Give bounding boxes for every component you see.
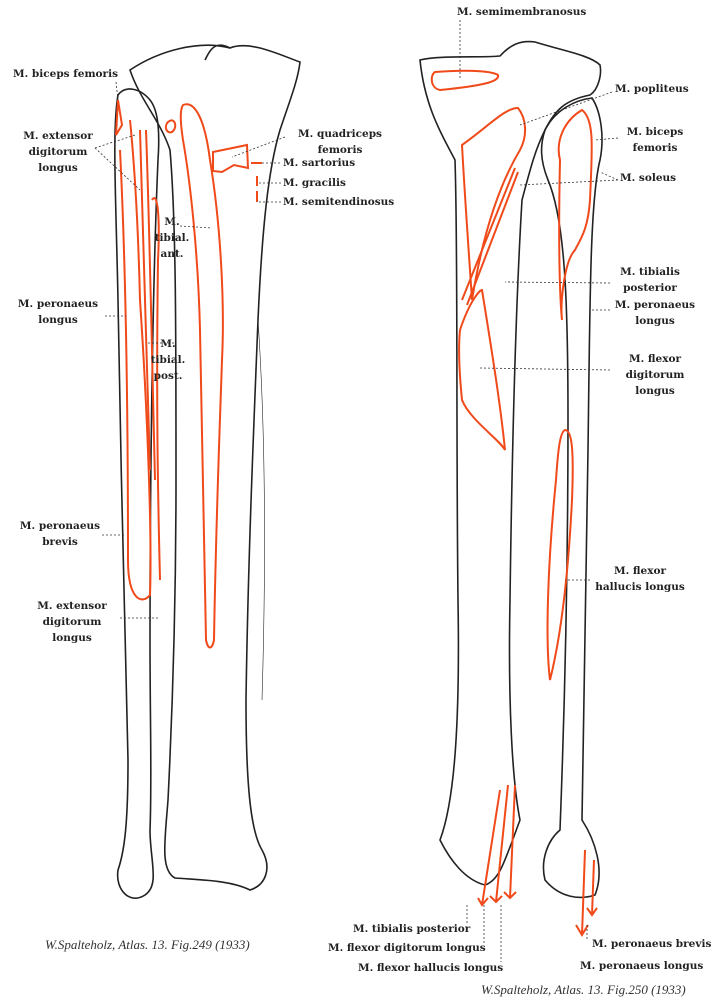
label-line: M. peronaeus <box>17 298 99 310</box>
label-flexor-hallucis-longus: M. flexor hallucis longus <box>595 563 685 595</box>
label-line: longus <box>38 162 78 174</box>
label-line: brevis <box>42 536 78 548</box>
popliteus-area <box>460 106 526 301</box>
label-line: M. <box>164 216 180 228</box>
label-line: hallucis longus <box>595 581 685 593</box>
label-line: M. peronaeus <box>19 520 101 532</box>
label-line: post. <box>153 370 183 382</box>
label-line: posterior <box>623 282 677 294</box>
peronaeus-arrow-1 <box>575 849 589 937</box>
label-line: M. flexor <box>628 353 682 365</box>
label-line: M. extensor <box>37 600 107 612</box>
label-line: M. <box>160 338 176 350</box>
label-line: femoris <box>317 144 363 156</box>
peronaeus-arrow-2 <box>586 859 598 917</box>
fibula-anterior <box>114 88 160 899</box>
label-line: longus <box>38 314 78 326</box>
right-figure-muscle-attachments <box>430 69 598 937</box>
label-line: M. peronaeus <box>614 299 696 311</box>
left-figure-muscle-attachments <box>115 99 262 649</box>
label-extensor-digitorum-longus-bottom: M. extensor digitorum longus <box>37 598 107 646</box>
label-peronaeus-brevis-bottom: M. peronaeus brevis <box>592 938 712 950</box>
label-flexor-digitorum-longus: M. flexor digitorum longus <box>626 351 685 399</box>
quadriceps-area <box>212 143 250 174</box>
label-line: M. biceps <box>626 126 684 138</box>
label-peronaeus-longus-left: M. peronaeus longus <box>18 296 98 328</box>
leader-lines <box>94 20 619 962</box>
label-flexor-digitorum-longus-bottom: M. flexor digitorum longus <box>328 942 486 954</box>
tendon-arrow-3 <box>503 784 517 900</box>
label-line: tibial. <box>154 232 190 244</box>
label-peronaeus-longus-bottom: M. peronaeus longus <box>580 960 704 972</box>
label-semitendinosus: M. semitendinosus <box>283 196 395 208</box>
label-line: M. quadriceps <box>298 128 382 140</box>
right-figure-bones <box>419 40 603 899</box>
caption-fig-250: W.Spalteholz, Atlas. 13. Fig.250 (1933) <box>481 982 686 997</box>
label-line: M. extensor <box>23 130 93 142</box>
label-peronaeus-brevis: M. peronaeus brevis <box>20 518 100 550</box>
label-flexor-hallucis-longus-bottom: M. flexor hallucis longus <box>358 962 504 974</box>
label-tibialis-posterior-bottom: M. tibialis posterior <box>353 923 471 935</box>
left-figure-bones <box>114 44 301 899</box>
label-tibial-post: M. tibial. post. <box>151 336 186 384</box>
semimembranosus-area <box>430 69 500 92</box>
extensor-digitorum-area <box>119 119 152 601</box>
label-line: ant. <box>160 248 184 260</box>
tibial-post-mark <box>164 119 177 134</box>
label-line: digitorum <box>625 369 685 381</box>
label-line: longus <box>635 385 675 397</box>
label-peronaeus-longus-right: M. peronaeus longus <box>615 297 695 329</box>
label-gracilis: M. gracilis <box>283 177 346 189</box>
label-semimembranosus: M. semimembranosus <box>457 6 587 18</box>
tibialis-anterior-area <box>179 103 224 649</box>
label-quadriceps-femoris: M. quadriceps femoris <box>298 126 382 158</box>
label-line: longus <box>52 632 92 644</box>
peronaeus-longus-area <box>139 129 156 481</box>
tibialis-posterior-area <box>461 167 519 306</box>
tibia-posterior <box>419 40 602 886</box>
fibula-posterior <box>540 97 603 899</box>
label-line: longus <box>635 315 675 327</box>
label-sartorius: M. sartorius <box>283 157 356 169</box>
label-line: tibial. <box>150 354 186 366</box>
label-tibialis-posterior: M. tibialis posterior <box>620 264 680 296</box>
label-line: digitorum <box>28 146 88 158</box>
label-popliteus: M. popliteus <box>615 83 689 95</box>
tendon-arrow-2 <box>489 784 509 904</box>
label-line: digitorum <box>42 616 102 628</box>
tibia-anterior <box>129 44 301 891</box>
biceps-femoris-area <box>115 99 124 136</box>
label-line: M. flexor <box>613 565 667 577</box>
label-extensor-digitorum-longus-top: M. extensor digitorum longus <box>23 128 93 176</box>
label-line: femoris <box>632 142 678 154</box>
flexor-hallucis-area <box>546 428 574 681</box>
label-biceps-femoris-right: M. biceps femoris <box>627 124 684 156</box>
label-tibial-ant: M. tibial. ant. <box>155 214 190 262</box>
label-biceps-femoris-left: M. biceps femoris <box>13 68 118 80</box>
soleus-area <box>557 108 593 321</box>
label-line: M. tibialis <box>620 266 680 278</box>
peronaeus-brevis-area <box>151 197 161 581</box>
label-soleus: M. soleus <box>620 172 677 184</box>
tendon-arrow-1 <box>477 789 501 907</box>
flexor-digitorum-area <box>458 288 506 451</box>
caption-fig-249: W.Spalteholz, Atlas. 13. Fig.249 (1933) <box>45 937 250 952</box>
